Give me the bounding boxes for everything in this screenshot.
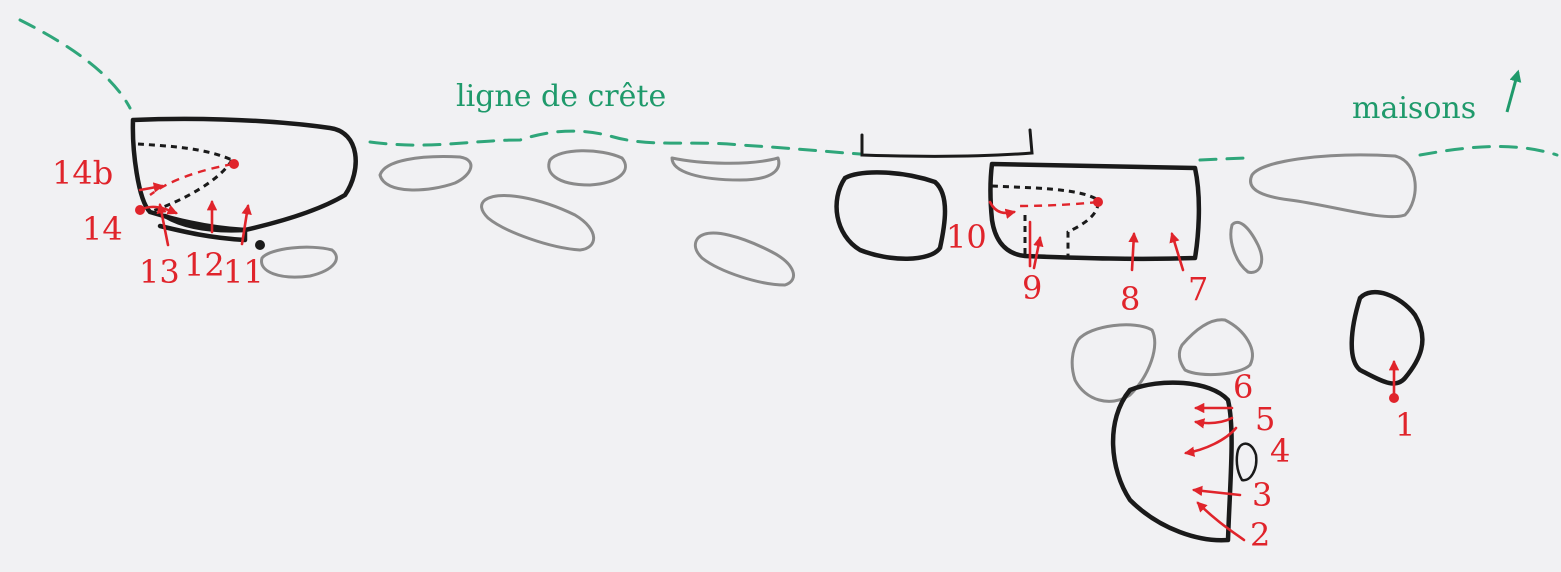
problem-label-5: 5 (1255, 400, 1275, 438)
route-14b-arrow (138, 182, 165, 193)
problem-label-1: 1 (1395, 406, 1415, 444)
boulder-right (1349, 289, 1425, 386)
boulder-left-marker (255, 240, 265, 250)
minor-boulder (670, 156, 781, 182)
route-5-arrow (1193, 416, 1234, 429)
ridge-line-left (18, 18, 132, 110)
minor-boulder (480, 194, 596, 252)
problem-label-12: 12 (184, 246, 225, 284)
route-11-arrow (240, 203, 252, 246)
route-3-arrow (1191, 485, 1242, 497)
ridge-label: ligne de crête (456, 79, 666, 114)
minor-boulder (693, 231, 796, 287)
boulder-slab (834, 170, 948, 261)
boulder-left-overhang (137, 142, 234, 214)
minor-boulder (1070, 323, 1157, 403)
route-start-dot (1389, 393, 1399, 403)
route-13-arrow (156, 202, 170, 247)
problem-label-14: 14 (82, 210, 123, 248)
houses-direction-arrow (1505, 69, 1522, 113)
minor-boulder (378, 155, 473, 192)
minor-boulder (260, 245, 338, 279)
route-4-arrow (1183, 426, 1238, 457)
problem-label-8: 8 (1120, 280, 1140, 318)
boulder-lower (1110, 380, 1234, 543)
minor-boulder (547, 149, 627, 187)
problem-label-7: 7 (1188, 270, 1208, 308)
boulder-lower-chip (1235, 442, 1258, 482)
minor-boulder (1229, 220, 1264, 274)
boulder-left (130, 116, 358, 233)
houses-label: maisons (1352, 91, 1476, 126)
minor-boulder (1249, 153, 1417, 219)
route-14-start-dot (135, 205, 145, 215)
ridge-line-main (368, 129, 862, 156)
problem-label-11: 11 (223, 253, 264, 291)
problem-label-10: 10 (946, 218, 987, 256)
problem-label-9: 9 (1022, 269, 1042, 307)
problem-label-13: 13 (139, 253, 180, 291)
route-10-line (1017, 200, 1099, 208)
route-10-arrow (988, 200, 1017, 219)
route-8-arrow (1128, 231, 1139, 272)
minor-boulder (1177, 318, 1254, 376)
problem-label-4: 4 (1270, 432, 1290, 470)
route-start-dot (229, 159, 239, 169)
boulder-center (988, 161, 1202, 262)
route-7-arrow (1169, 232, 1185, 272)
route-2-arrow (1196, 501, 1246, 542)
problem-label-14b: 14b (52, 154, 113, 192)
boulder-left-shelf (157, 213, 248, 243)
route-start-dot (1093, 197, 1103, 207)
problem-label-2: 2 (1250, 516, 1270, 554)
ridge-line-right (1198, 144, 1559, 162)
problem-label-3: 3 (1252, 476, 1272, 514)
route-9-arrow (1032, 235, 1044, 270)
boulder-slab-top (860, 128, 1034, 158)
boulder-center-overhang (991, 184, 1100, 258)
route-14b-line (149, 162, 234, 196)
problem-label-6: 6 (1233, 368, 1253, 406)
